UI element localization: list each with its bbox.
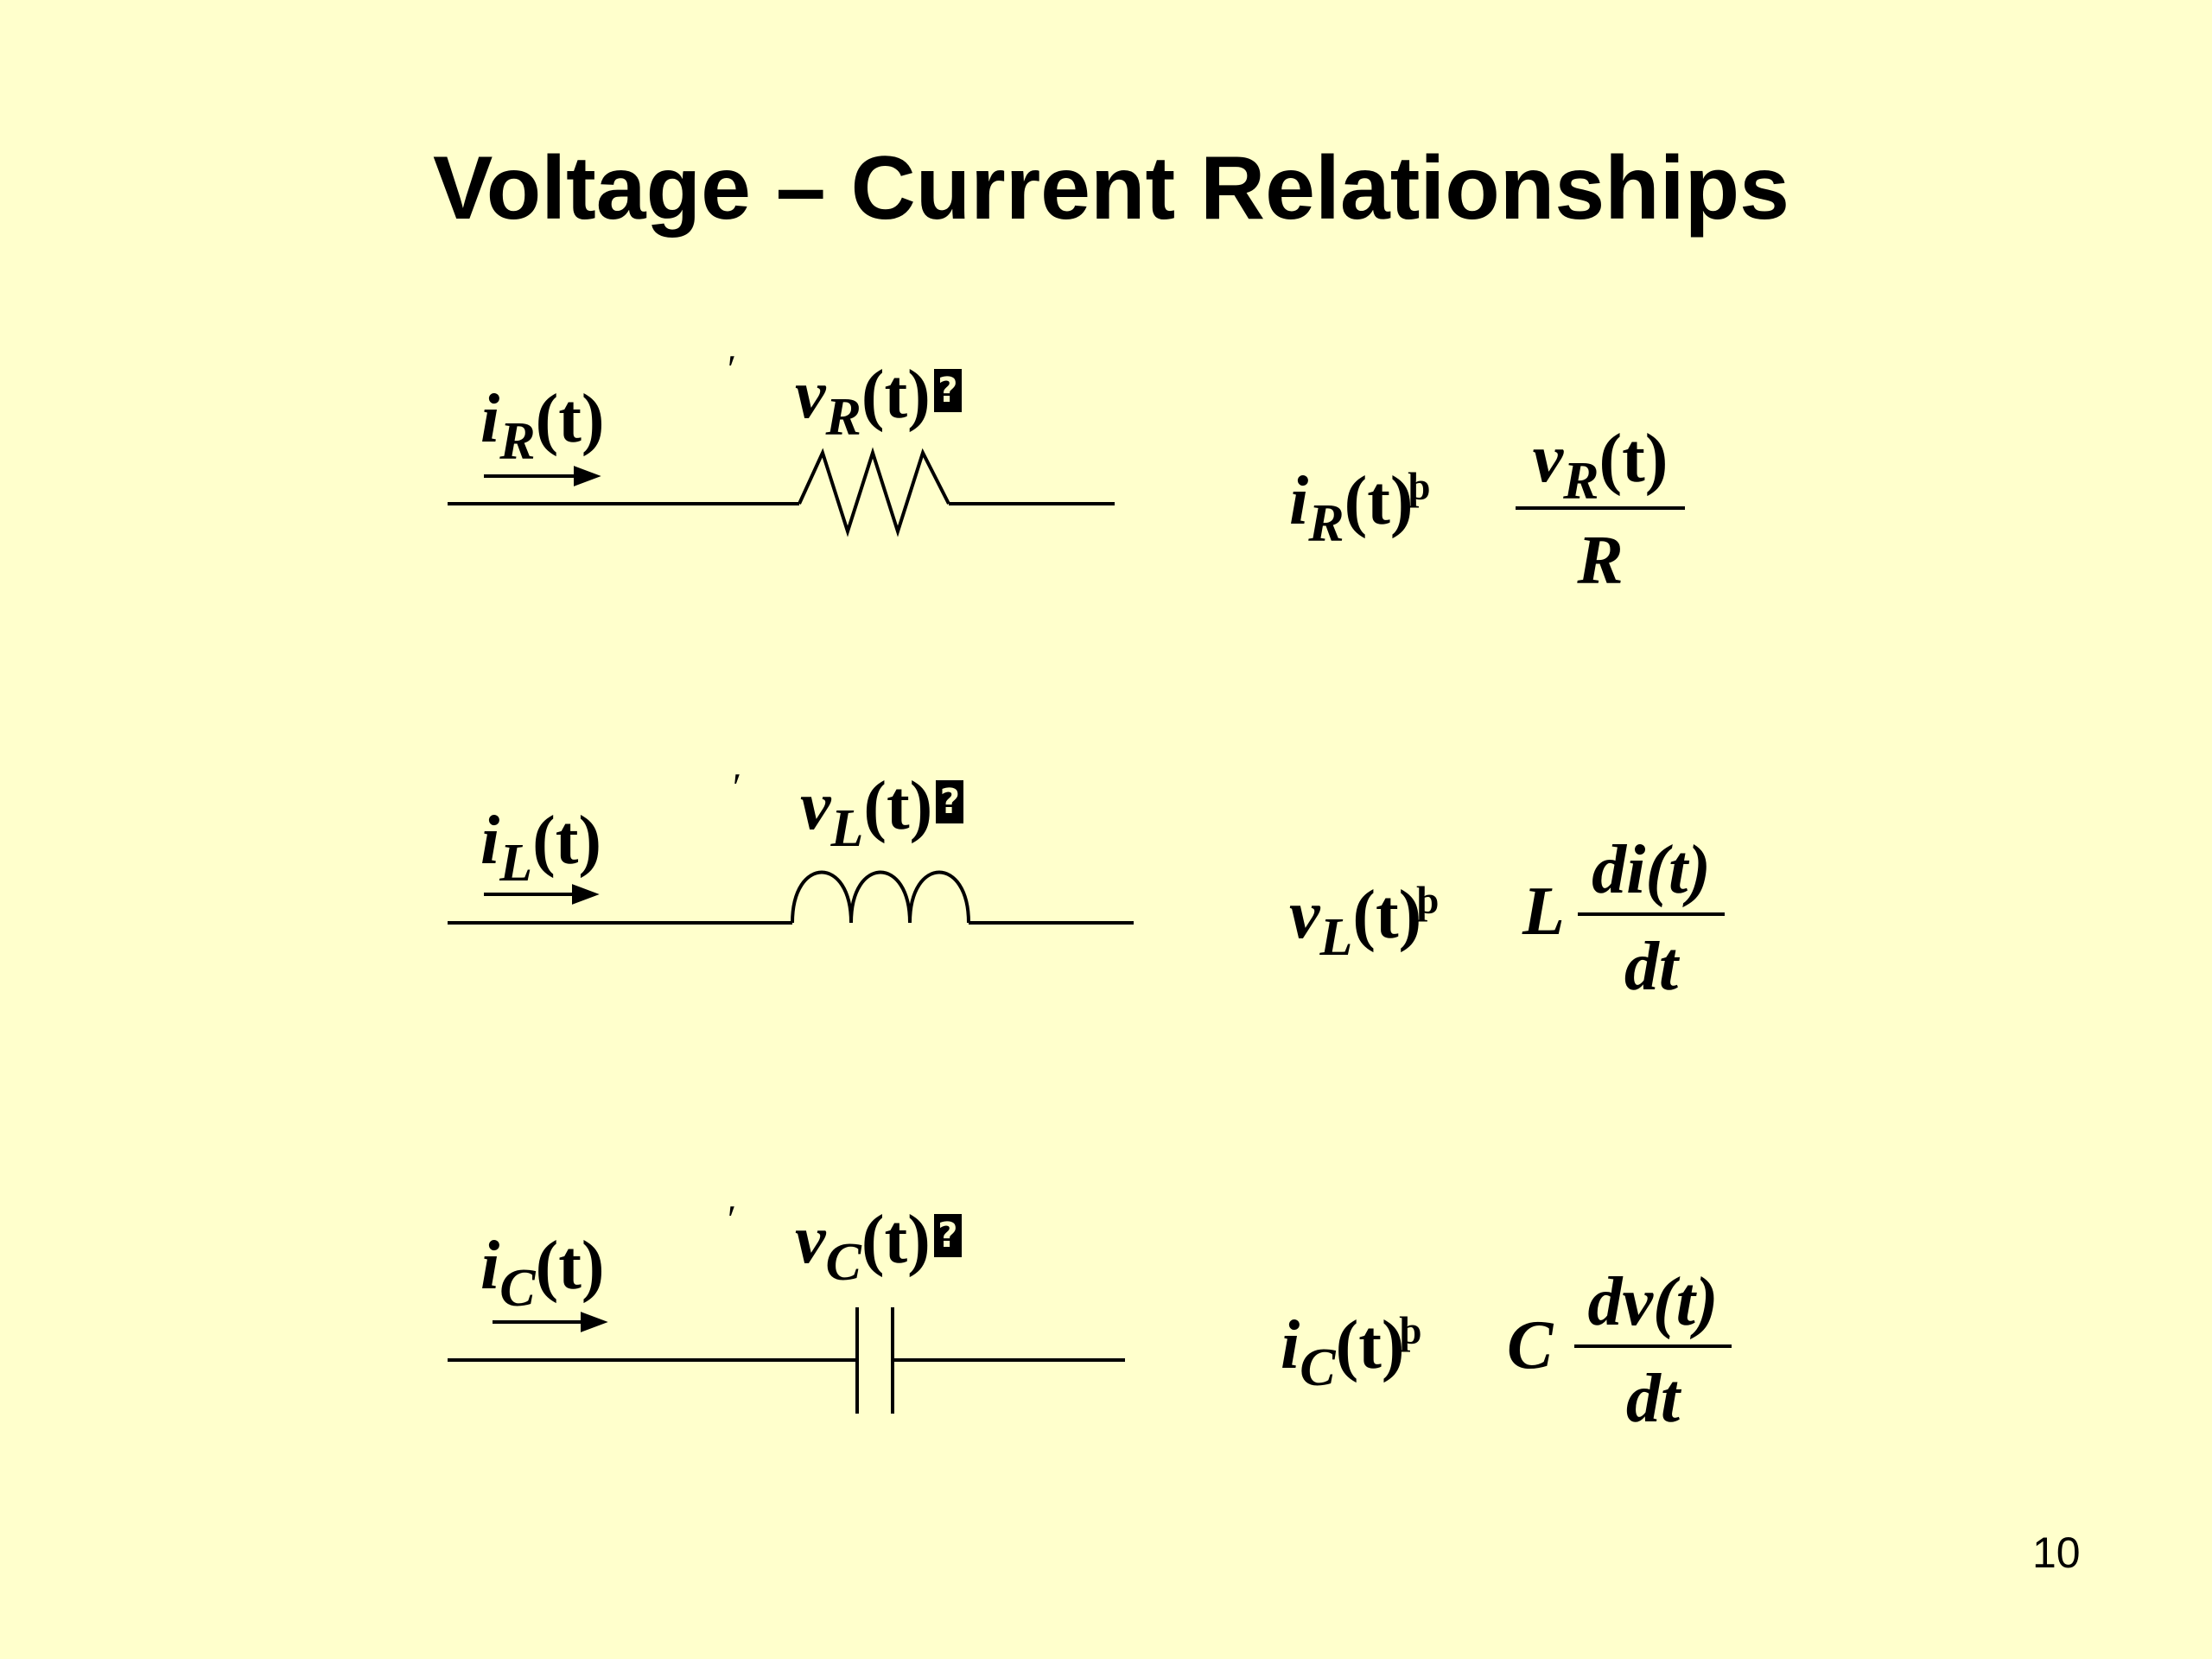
capacitor-current-label: iC(t) [480, 1228, 605, 1318]
capacitor-voltage-label: vC(t)? [795, 1201, 962, 1292]
unknown-glyph-box: ? [936, 780, 964, 823]
inductor-current-arrow-head [572, 884, 600, 905]
resistor-equation-fraction: vR(t) R [1516, 420, 1685, 600]
unknown-glyph-box: ? [933, 1214, 962, 1257]
fraction-bar [1516, 506, 1685, 510]
capacitor-fraction-denominator: dt [1625, 1361, 1681, 1437]
capacitor-current-arrow-head [581, 1312, 608, 1332]
resistor-voltage-label: vR(t)? [795, 356, 962, 447]
resistor-tick-mark: ʹ [728, 346, 737, 391]
inductor-voltage-label: vL(t)? [800, 767, 964, 858]
fraction-bar [1574, 1344, 1732, 1348]
slide-title: Voltage – Current Relationships [433, 138, 1789, 238]
inductor-equation-coefficient: L [1522, 874, 1565, 950]
capacitor-tick-mark: ʹ [728, 1197, 737, 1241]
inductor-symbol [791, 870, 970, 924]
capacitor-equation-coefficient: C [1507, 1307, 1554, 1383]
inductor-equation-fraction: di(t) dt [1578, 831, 1725, 1006]
resistor-current-arrow-head [574, 466, 601, 486]
inductor-current-label: iL(t) [480, 803, 602, 893]
unknown-glyph-box: ? [933, 369, 962, 412]
resistor-symbol [798, 447, 950, 537]
resistor-fraction-denominator: R [1577, 523, 1624, 599]
inductor-fraction-denominator: dt [1624, 929, 1679, 1005]
page-number: 10 [2032, 1529, 2081, 1577]
inductor-equation-lhs: vL(t)þ [1289, 877, 1439, 967]
inductor-fraction-numerator: di(t) [1592, 832, 1711, 908]
capacitor-equation-fraction: dv(t) dt [1574, 1263, 1732, 1438]
resistor-fraction-numerator: vR(t) [1532, 421, 1669, 511]
fraction-bar [1578, 912, 1725, 916]
resistor-equation-lhs: iR(t)þ [1289, 463, 1431, 553]
resistor-current-label: iR(t) [480, 381, 605, 471]
capacitor-fraction-numerator: dv(t) [1587, 1264, 1719, 1340]
inductor-tick-mark: ʹ [733, 765, 742, 809]
capacitor-equation-lhs: iC(t)þ [1281, 1307, 1422, 1397]
